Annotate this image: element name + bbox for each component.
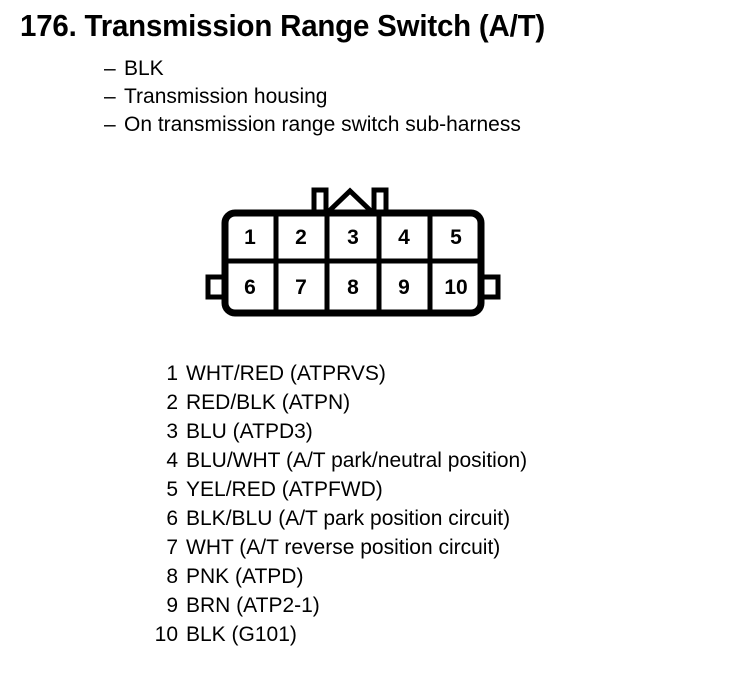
pin-number: 10 [154, 623, 178, 646]
pin-description: BLU (ATPD3) [186, 420, 313, 443]
cavity-number: 1 [244, 226, 256, 249]
cavity-number: 5 [450, 226, 462, 249]
cavity-number: 7 [295, 276, 307, 299]
pin-description: BLU/WHT (A/T park/neutral position) [186, 449, 528, 472]
note-text: Transmission housing [124, 85, 328, 108]
cavity-number: 9 [398, 276, 410, 299]
pin-number: 4 [166, 449, 178, 472]
pin-number: 6 [166, 507, 178, 530]
dash-marker: – [104, 57, 116, 80]
dash-marker: – [104, 85, 116, 108]
pin-description: PNK (ATPD) [186, 565, 304, 588]
cavity-number: 3 [347, 226, 359, 249]
pin-description: BLK/BLU (A/T park position circuit) [186, 507, 511, 530]
page-title: 176. Transmission Range Switch (A/T) [20, 8, 546, 43]
pin-description: BLK (G101) [186, 623, 297, 646]
note-text: On transmission range switch sub-harness [124, 113, 521, 136]
pin-number: 7 [166, 536, 178, 559]
pin-number: 1 [166, 362, 178, 385]
pin-number: 5 [166, 478, 178, 501]
pin-number: 8 [166, 565, 178, 588]
pin-description: YEL/RED (ATPFWD) [186, 478, 383, 501]
dash-marker: – [104, 113, 116, 136]
cavity-number: 10 [444, 276, 467, 299]
cavity-number: 4 [398, 226, 410, 249]
cavity-number: 2 [295, 226, 307, 249]
connector-face-svg: 1 2 3 4 5 6 7 8 9 10 [205, 187, 501, 317]
connector-diagram: 1 2 3 4 5 6 7 8 9 10 [196, 182, 516, 324]
cavity-number: 8 [347, 276, 359, 299]
pin-description: WHT (A/T reverse position circuit) [186, 536, 501, 559]
pin-description: BRN (ATP2-1) [186, 594, 320, 617]
note-text: BLK [124, 57, 164, 80]
pin-number: 3 [166, 420, 178, 443]
pin-number: 9 [166, 594, 178, 617]
pin-description: WHT/RED (ATPRVS) [186, 362, 386, 385]
pin-number: 2 [166, 391, 178, 414]
connector-keying-peak [325, 187, 375, 215]
cavity-number: 6 [244, 276, 256, 299]
pin-description: RED/BLK (ATPN) [186, 391, 351, 414]
